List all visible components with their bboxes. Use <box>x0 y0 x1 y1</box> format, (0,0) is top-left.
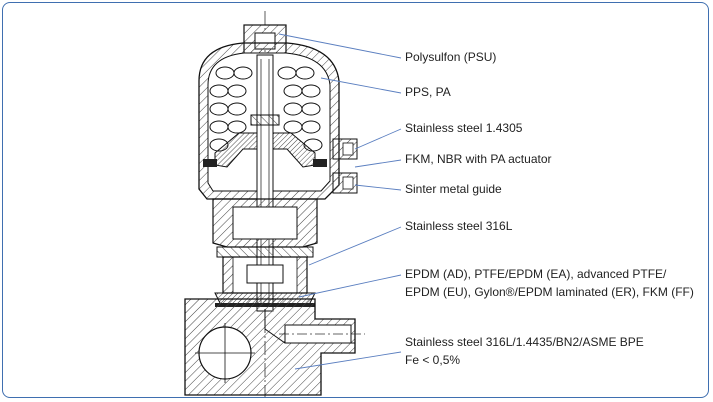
spring-right <box>277 66 323 152</box>
air-port-lower <box>332 172 358 194</box>
valve-cross-section <box>184 11 402 397</box>
label-epdm-line1: EPDM (AD), PTFE/EPDM (EA), advanced PTFE… <box>405 267 667 281</box>
label-fkm-nbr: FKM, NBR with PA actuator <box>405 152 552 166</box>
air-port-upper <box>332 138 358 160</box>
label-stainless-316l: Stainless steel 316L <box>405 219 513 233</box>
label-stainless-1-4305: Stainless steel 1.4305 <box>405 121 523 135</box>
label-body-line1: Stainless steel 316L/1.4435/BN2/ASME BPE <box>405 335 644 349</box>
label-epdm-line2: EPDM (EU), Gylon®/EPDM laminated (ER), F… <box>405 285 694 299</box>
label-sinter-metal-guide: Sinter metal guide <box>405 182 502 196</box>
piston <box>203 132 327 168</box>
leader-lines <box>278 33 402 370</box>
label-polysulfon: Polysulfon (PSU) <box>405 50 497 64</box>
figure-frame: Polysulfon (PSU) PPS, PA Stainless steel… <box>2 2 709 398</box>
bonnet <box>212 198 318 258</box>
valve-body <box>184 298 365 396</box>
label-body-line2: Fe < 0,5% <box>405 353 461 367</box>
label-pps-pa: PPS, PA <box>405 85 451 99</box>
